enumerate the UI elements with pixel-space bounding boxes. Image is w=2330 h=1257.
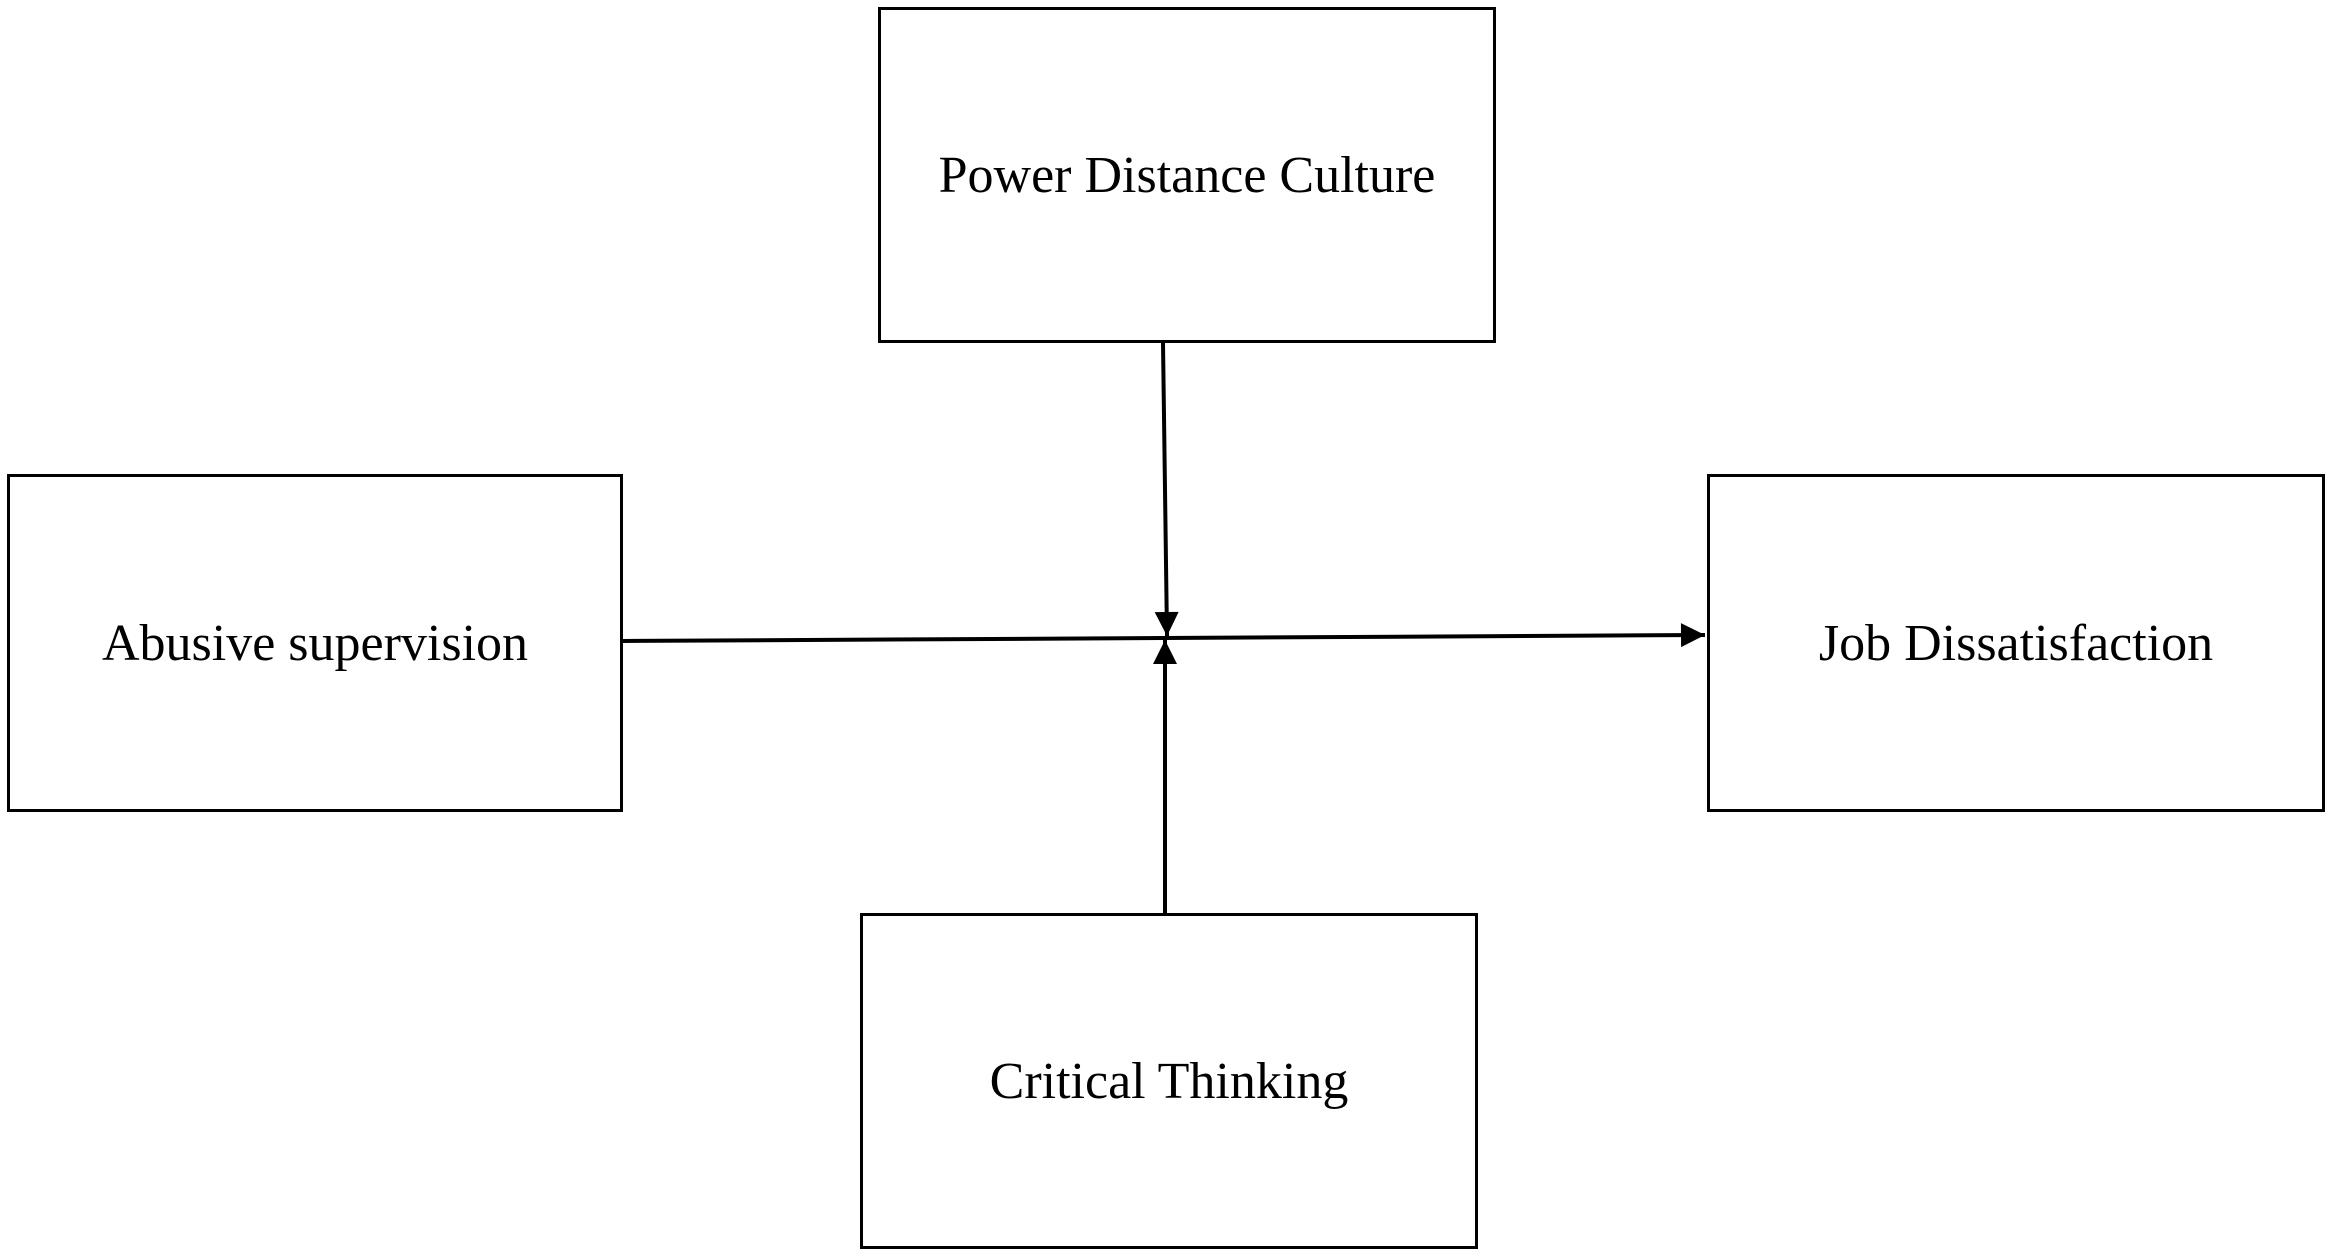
node-label: Job Dissatisfaction	[1818, 614, 2214, 672]
node-power-distance-culture: Power Distance Culture	[878, 7, 1496, 343]
node-label: Abusive supervision	[101, 614, 529, 672]
arrow-abusive-to-job	[622, 623, 1706, 648]
node-critical-thinking: Critical Thinking	[860, 913, 1478, 1249]
node-label: Power Distance Culture	[938, 146, 1436, 204]
arrow-power-distance-to-path	[1154, 342, 1179, 637]
node-abusive-supervision: Abusive supervision	[7, 474, 623, 812]
node-label: Critical Thinking	[989, 1052, 1349, 1110]
node-job-dissatisfaction: Job Dissatisfaction	[1707, 474, 2325, 812]
